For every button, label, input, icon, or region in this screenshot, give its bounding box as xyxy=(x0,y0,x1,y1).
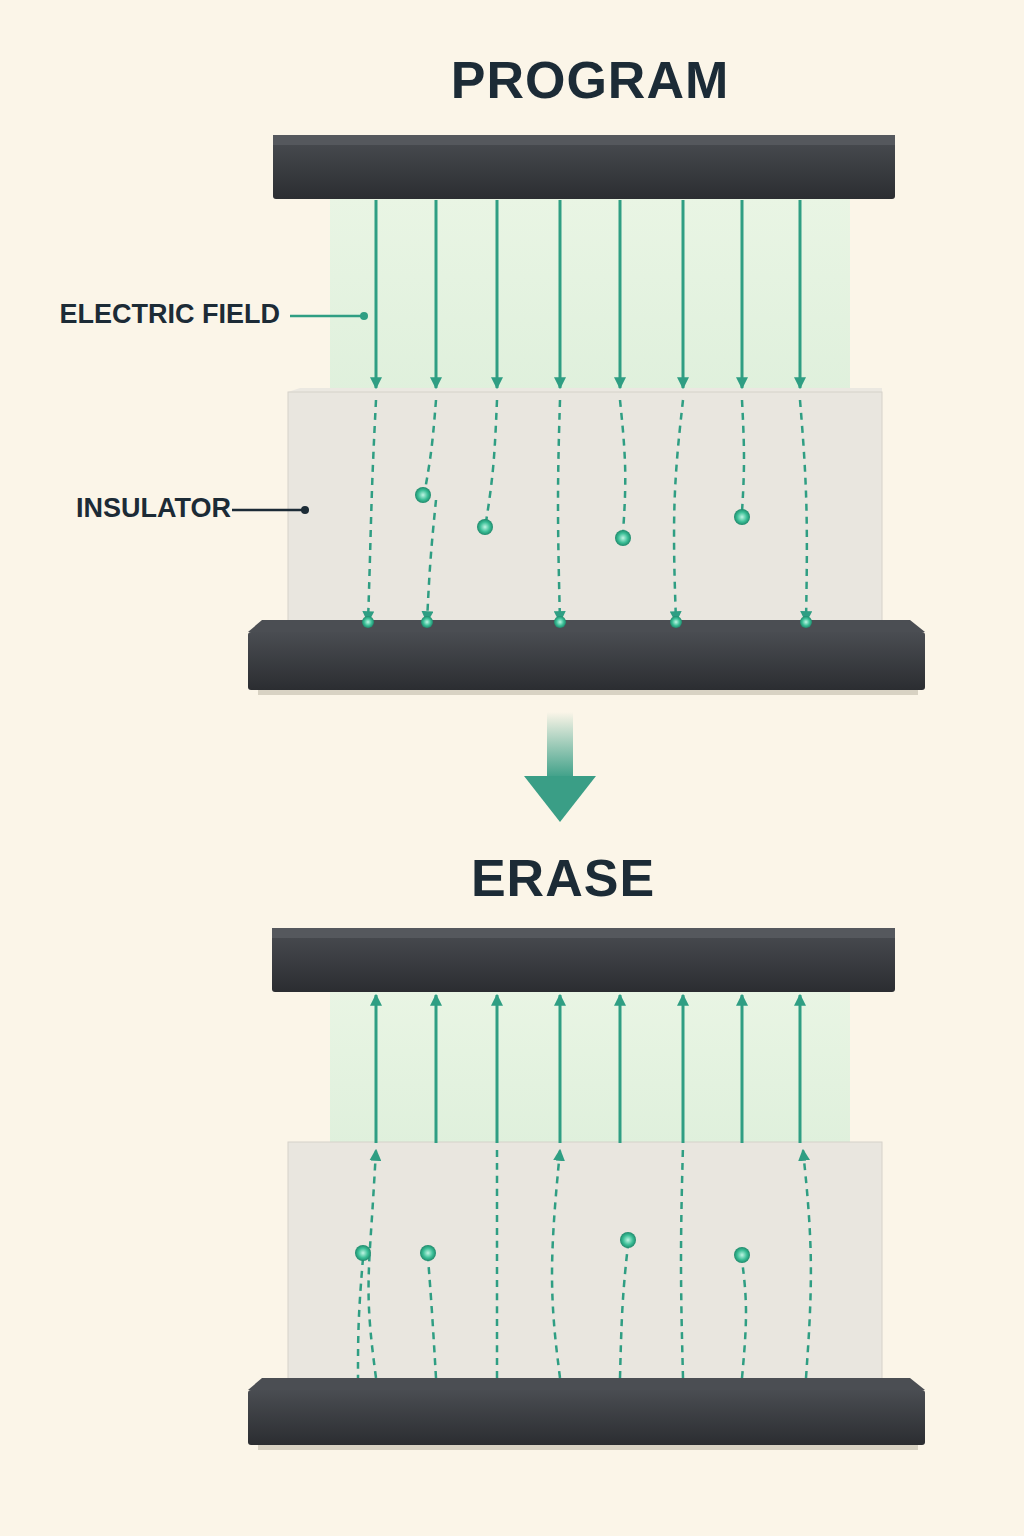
charge-dot xyxy=(420,1245,436,1261)
charge-dot xyxy=(670,616,682,628)
charge-path xyxy=(674,400,683,622)
field-arrow xyxy=(741,200,744,388)
transition-arrow xyxy=(524,712,596,822)
panel-heading: PROGRAM xyxy=(360,50,820,110)
panel-heading: ERASE xyxy=(333,848,793,908)
charge-path xyxy=(428,1258,436,1378)
callout-label: ELECTRIC FIELD xyxy=(20,299,280,330)
charge-dot xyxy=(620,1232,636,1248)
field-arrow xyxy=(619,200,622,388)
charge-path xyxy=(800,400,807,622)
charge-path xyxy=(358,1258,363,1378)
field-arrow xyxy=(559,995,562,1143)
field-arrow xyxy=(435,995,438,1143)
charge-path xyxy=(620,400,625,533)
charge-path xyxy=(486,400,497,522)
field-arrow xyxy=(799,995,802,1143)
charge-dot xyxy=(554,616,566,628)
field-arrow xyxy=(435,200,438,388)
field-arrow xyxy=(682,995,685,1143)
field-arrow xyxy=(375,995,378,1143)
leader-lines xyxy=(232,312,368,514)
field-arrow xyxy=(496,995,499,1143)
program-capacitor xyxy=(248,135,925,695)
field-arrow xyxy=(619,995,622,1143)
charge-dot xyxy=(362,616,374,628)
charge-dot xyxy=(477,519,493,535)
erase-capacitor xyxy=(248,928,925,1450)
charge-dot xyxy=(421,616,433,628)
charge-path xyxy=(369,1150,376,1378)
charge-path xyxy=(552,1150,560,1378)
charge-path xyxy=(496,1145,499,1378)
charge-path xyxy=(742,400,744,512)
charge-dot xyxy=(415,487,431,503)
charge-path xyxy=(427,500,436,622)
field-lines xyxy=(355,200,812,1378)
charge-path xyxy=(425,400,436,490)
charge-dot xyxy=(734,509,750,525)
callout-label: INSULATOR xyxy=(0,493,231,524)
charge-path xyxy=(742,1260,746,1378)
charge-dot xyxy=(734,1247,750,1263)
charge-dot xyxy=(615,530,631,546)
field-arrow xyxy=(682,200,685,388)
field-arrow xyxy=(799,200,802,388)
charge-dot xyxy=(800,616,812,628)
charge-path xyxy=(620,1245,628,1378)
charge-path xyxy=(558,400,560,622)
field-arrow xyxy=(496,200,499,388)
field-arrow xyxy=(559,200,562,388)
field-arrow xyxy=(375,200,378,388)
charge-dot xyxy=(355,1245,371,1261)
charge-path xyxy=(681,1145,683,1378)
field-arrow xyxy=(741,995,744,1143)
charge-path xyxy=(803,1150,811,1378)
charge-path xyxy=(368,400,376,622)
